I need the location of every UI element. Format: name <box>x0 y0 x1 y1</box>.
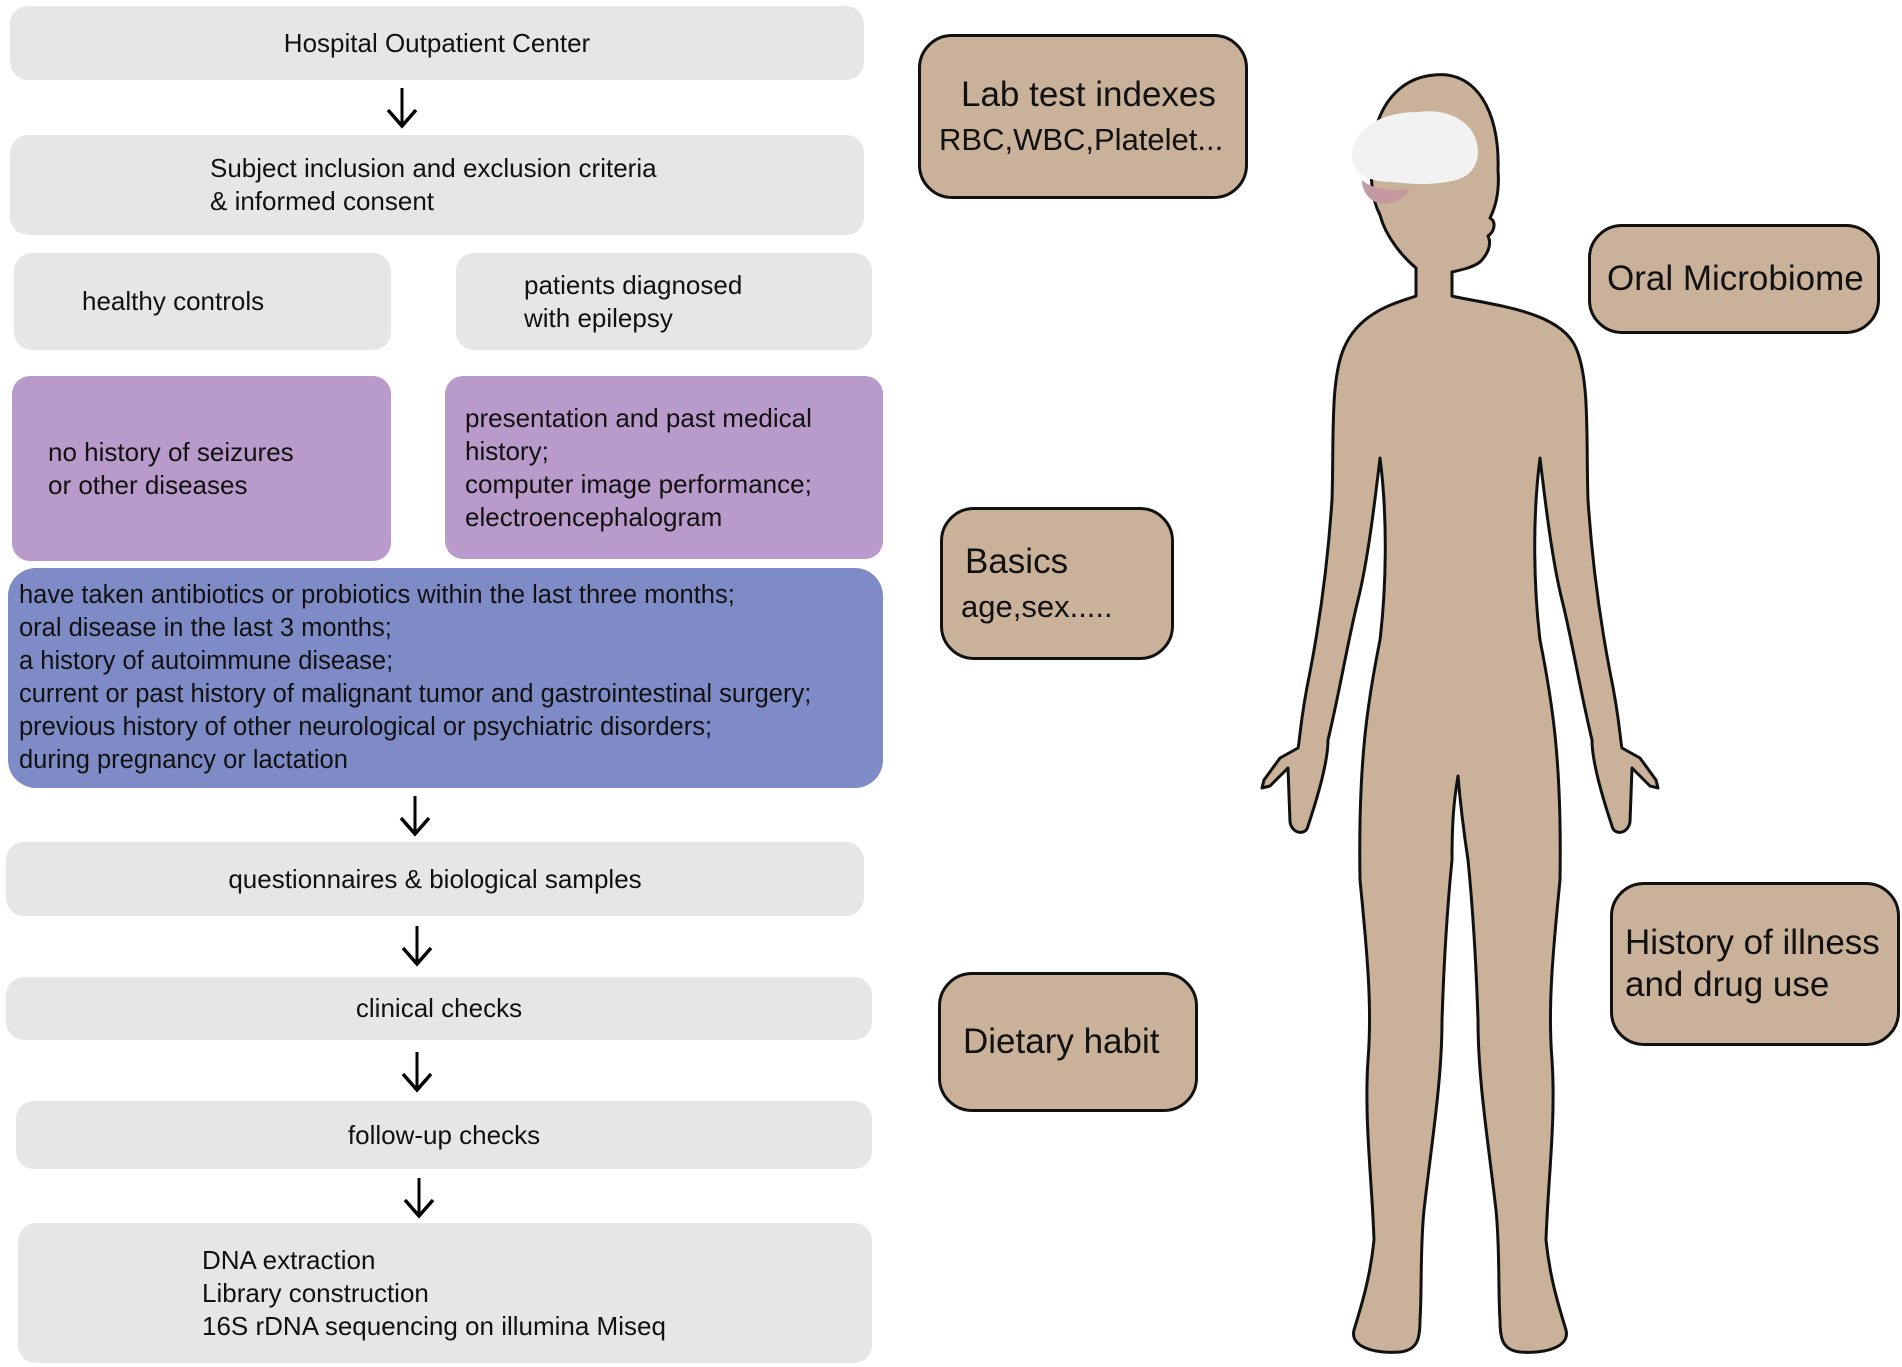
sequencing-box: DNA extraction Library construction 16S … <box>18 1223 872 1363</box>
patient-detail-line: presentation and past medical <box>465 402 812 433</box>
lab-test-box: Lab test indexes RBC,WBC,Platelet... <box>918 34 1248 199</box>
basics-title: Basics <box>965 541 1069 581</box>
healthy-detail-box: no history of seizures or other diseases <box>12 376 391 561</box>
criteria-line: Subject inclusion and exclusion criteria <box>210 153 657 183</box>
illness-history-box: History of illness and drug use <box>1610 882 1900 1046</box>
patients-line: patients diagnosed <box>524 269 743 300</box>
patient-detail-line: history; <box>465 435 549 466</box>
follow-up-checks-box: follow-up checks <box>16 1101 872 1169</box>
patient-detail-line: computer image performance; <box>465 468 812 499</box>
patient-detail-line: electroencephalogram <box>465 501 723 532</box>
lab-test-detail: RBC,WBC,Platelet... <box>939 121 1224 157</box>
basics-box: Basics age,sex..... <box>940 507 1174 660</box>
hospital-outpatient-box: Hospital Outpatient Center <box>10 6 864 80</box>
dietary-habit-box: Dietary habit <box>938 972 1198 1112</box>
patient-detail-box: presentation and past medical history; c… <box>445 376 883 559</box>
exclusion-line: a history of autoimmune disease; <box>19 647 394 675</box>
human-silhouette <box>1260 73 1660 1354</box>
brain-icon <box>1351 111 1478 184</box>
healthy-detail-line: or other diseases <box>48 469 248 500</box>
hospital-outpatient-text: Hospital Outpatient Center <box>283 27 591 58</box>
dietary-habit-text: Dietary habit <box>963 1022 1160 1061</box>
exclusion-line: current or past history of malignant tum… <box>19 680 812 708</box>
exclusion-line: previous history of other neurological o… <box>19 713 713 741</box>
basics-detail: age,sex..... <box>961 588 1113 624</box>
illness-history-line: History of illness <box>1625 923 1880 962</box>
healthy-detail-line: no history of seizures <box>48 436 294 467</box>
questionnaires-box: questionnaires & biological samples <box>6 842 864 916</box>
exclusion-criteria-box: have taken antibiotics or probiotics wit… <box>8 568 883 788</box>
inclusion-criteria-box: Subject inclusion and exclusion criteria… <box>10 135 864 235</box>
exclusion-line: during pregnancy or lactation <box>19 746 348 774</box>
follow-up-checks-text: follow-up checks <box>347 1119 541 1150</box>
exclusion-line: have taken antibiotics or probiotics wit… <box>19 581 735 609</box>
sequencing-line: DNA extraction <box>202 1244 376 1275</box>
exclusion-line: oral disease in the last 3 months; <box>19 614 392 642</box>
down-arrow-icon <box>401 926 433 967</box>
healthy-controls-box: healthy controls <box>14 253 391 350</box>
clinical-checks-text: clinical checks <box>355 993 523 1023</box>
lab-test-title: Lab test indexes <box>961 74 1216 114</box>
clinical-checks-box: clinical checks <box>6 977 872 1040</box>
healthy-controls-text: healthy controls <box>82 286 265 316</box>
oral-microbiome-text: Oral Microbiome <box>1607 259 1864 298</box>
down-arrow-icon <box>399 796 431 837</box>
down-arrow-icon <box>403 1178 435 1219</box>
illness-history-line: and drug use <box>1625 965 1830 1004</box>
down-arrow-icon <box>386 88 418 129</box>
oral-microbiome-box: Oral Microbiome <box>1588 224 1880 334</box>
cerebellum-icon <box>1362 180 1410 204</box>
patients-line: with epilepsy <box>524 302 673 333</box>
sequencing-line: Library construction <box>202 1277 429 1308</box>
criteria-line: & informed consent <box>210 186 435 216</box>
down-arrow-icon <box>401 1052 433 1093</box>
questionnaires-text: questionnaires & biological samples <box>228 863 642 894</box>
sequencing-line: 16S rDNA sequencing on illumina Miseq <box>202 1310 666 1341</box>
patients-epilepsy-box: patients diagnosed with epilepsy <box>456 253 872 350</box>
